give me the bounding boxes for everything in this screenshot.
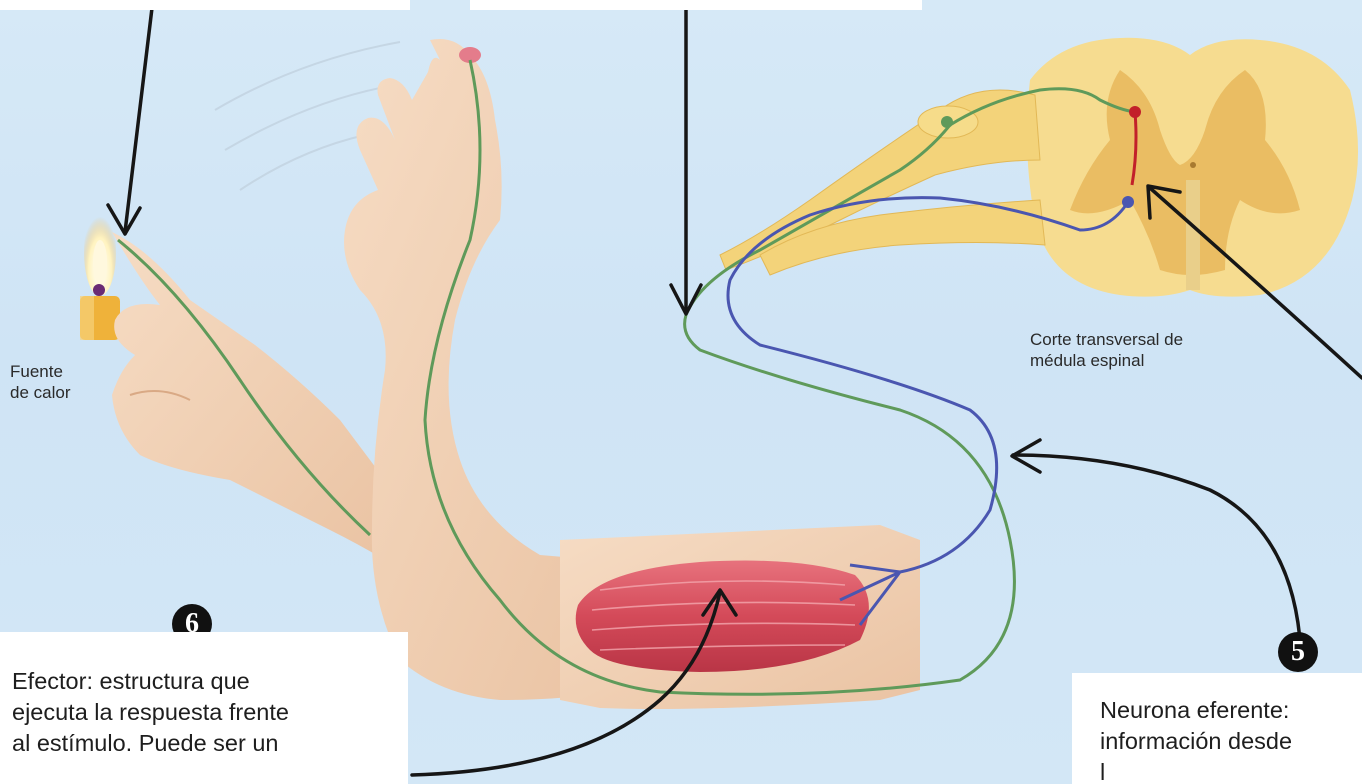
sensory-neuron-cell-body xyxy=(941,116,953,128)
effector-description: Efector: estructura que ejecuta la respu… xyxy=(0,632,408,784)
arrow-to-fingertip xyxy=(125,8,152,232)
interneuron-cell-body xyxy=(1129,106,1141,118)
spinal-cord-cross-section xyxy=(1027,38,1358,297)
cross-section-label: Corte transversal de médula espinal xyxy=(1030,329,1183,371)
heat-source-label: Fuente de calor xyxy=(10,361,70,403)
efferent-neuron-description: Neurona eferente: información desde l xyxy=(1072,673,1362,784)
caption-box-top-left xyxy=(0,0,410,10)
candle-icon xyxy=(80,208,120,340)
motor-neuron-cell-body xyxy=(1122,196,1134,208)
step-5-badge: 5 xyxy=(1278,632,1318,672)
caption-box-top-center xyxy=(470,0,922,10)
spinal-nerve xyxy=(720,90,1045,275)
arrow-to-motor-neuron xyxy=(1013,455,1300,640)
